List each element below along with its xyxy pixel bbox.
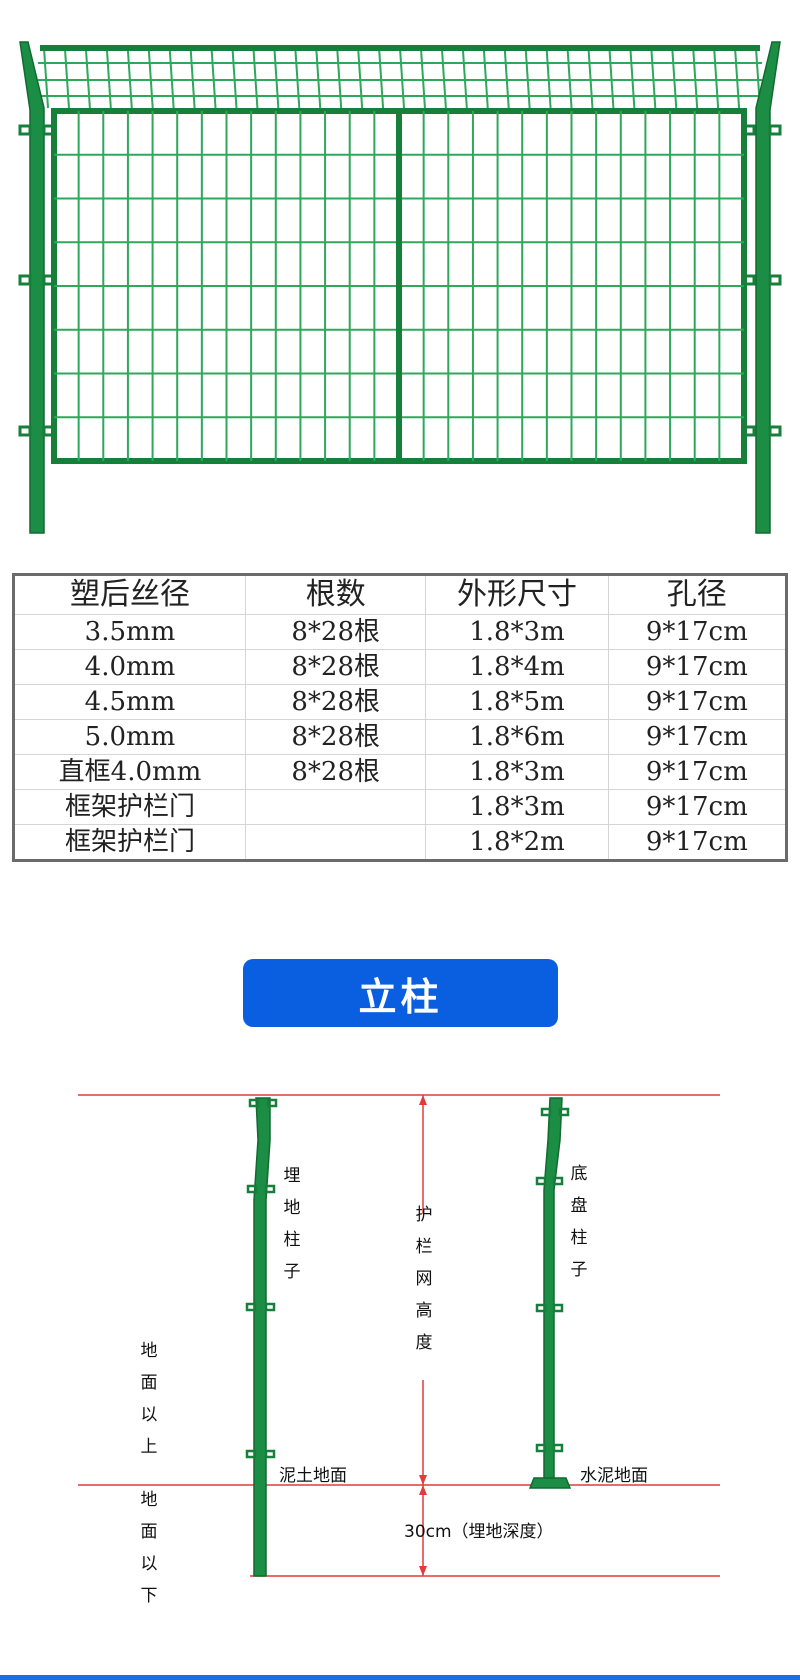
table-header-row: 塑后丝径 根数 外形尺寸 孔径 [13, 574, 788, 615]
top-mesh-wire [231, 47, 238, 109]
top-mesh-wire [713, 47, 720, 109]
header-count: 根数 [244, 574, 427, 615]
top-mesh-wire [734, 47, 741, 109]
top-mesh-wire [210, 47, 217, 109]
post-diagram [78, 1094, 720, 1577]
top-mesh-wire [629, 47, 636, 109]
left-post [19, 41, 45, 534]
top-mesh-wire [357, 47, 364, 109]
top-mesh-wire [315, 47, 322, 109]
height-label: 护栏网高度 [415, 1205, 433, 1353]
header-mesh-size: 孔径 [607, 574, 788, 615]
below-ground-label: 地面以下 [140, 1490, 158, 1606]
section-title-badge: 立柱 [243, 959, 558, 1027]
top-mesh-wire [461, 47, 468, 109]
top-mesh-wire [419, 47, 426, 109]
top-mesh-wire [84, 47, 91, 109]
top-mesh-wire [252, 47, 259, 109]
top-mesh-wire [671, 47, 678, 109]
top-mesh-wire [440, 47, 447, 109]
above-ground-label: 地面以上 [140, 1341, 158, 1457]
fence-panel-illustration [18, 41, 782, 534]
top-mesh-wire [566, 47, 573, 109]
base-post [543, 1097, 563, 1479]
top-mesh-wire [336, 47, 343, 109]
depth-label: 30cm（埋地深度） [404, 1522, 554, 1542]
header-wire-diameter: 塑后丝径 [13, 574, 246, 615]
top-mesh-wire [545, 47, 552, 109]
top-mesh-wire [399, 47, 405, 109]
top-mesh-wire [147, 47, 154, 109]
cement-ground-label: 水泥地面 [580, 1466, 648, 1486]
top-mesh-wire [189, 47, 196, 109]
top-mesh-wire [587, 47, 594, 109]
top-mesh-wire [503, 47, 510, 109]
top-mesh-wire [273, 47, 280, 109]
buried-post [253, 1097, 271, 1577]
top-mesh-wire [294, 47, 301, 109]
top-mesh-wire [43, 47, 49, 109]
right-post [755, 41, 781, 534]
top-mesh-wire [524, 47, 531, 109]
bottom-divider [0, 1675, 800, 1680]
top-mesh-wire [378, 47, 385, 109]
base-plate [528, 1477, 572, 1489]
top-slant-mesh [38, 47, 762, 109]
post-clamps [18, 124, 782, 437]
top-mesh-wire [105, 47, 112, 109]
base-post-clamps [535, 1107, 570, 1453]
buried-post-clamps [245, 1098, 278, 1459]
top-mesh-wire [650, 47, 657, 109]
base-post-label: 底盘柱子 [570, 1164, 588, 1280]
top-mesh-wire [482, 47, 489, 109]
header-dimensions: 外形尺寸 [425, 574, 609, 615]
top-mesh-wire [168, 47, 175, 109]
guide-lines [78, 1094, 720, 1577]
top-mesh-wire [63, 47, 70, 109]
top-mesh-wire [608, 47, 615, 109]
top-mesh-wire [126, 47, 133, 109]
soil-ground-label: 泥土地面 [279, 1466, 347, 1486]
buried-post-label: 埋地柱子 [283, 1166, 301, 1282]
top-mesh-wire [692, 47, 699, 109]
dimension-arrows [419, 1095, 427, 1576]
